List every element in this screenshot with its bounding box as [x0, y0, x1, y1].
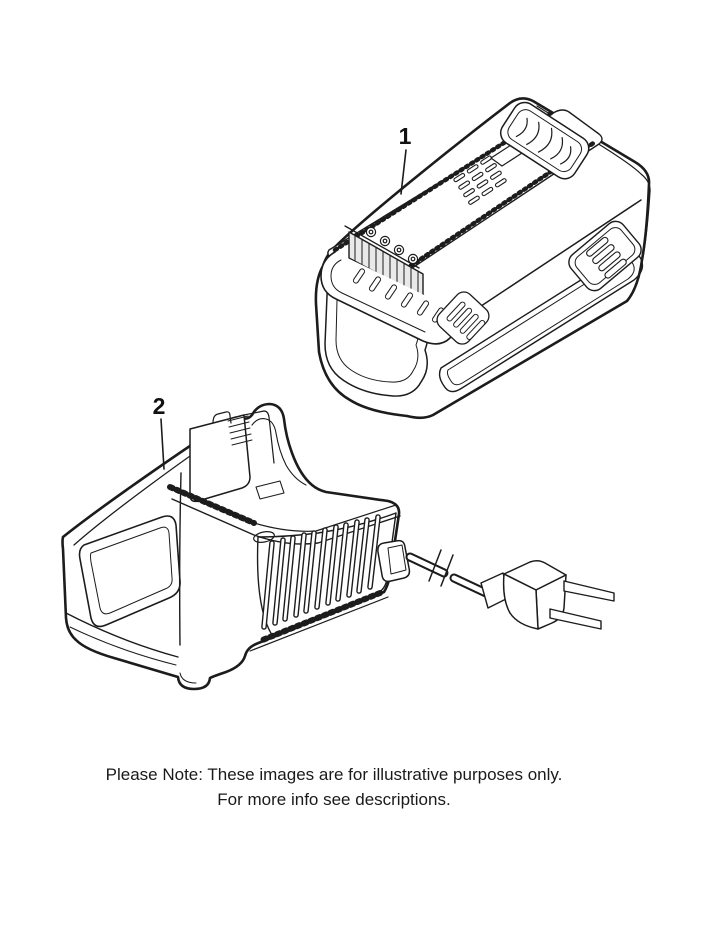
- battery-screws: [365, 226, 419, 265]
- charger-deck-step: [255, 480, 285, 500]
- battery-terminal-lip: [344, 225, 420, 269]
- charger-plinth-line: [249, 596, 389, 652]
- battery-rail-ribs: [354, 234, 419, 296]
- charger-rail-teeth: [167, 484, 257, 526]
- battery-collar-inner: [330, 259, 426, 333]
- plug-prongs: [549, 580, 615, 630]
- item-1-callout: 1: [399, 123, 412, 149]
- item-2-leader-line: [160, 418, 165, 470]
- charger-rail-side: [243, 410, 275, 464]
- charger-front-recess: [78, 515, 181, 628]
- charger-foot: [179, 672, 197, 684]
- illustrative-note: Please Note: These images are for illust…: [0, 762, 668, 812]
- charger-base-edge: [65, 612, 179, 658]
- charger-front-corner-line: [178, 472, 182, 646]
- battery-collar-slots: [352, 268, 445, 323]
- charger-hump-rim: [251, 418, 307, 486]
- charger-rail-tower: [189, 414, 251, 503]
- charger-base-edge-2: [69, 626, 177, 666]
- cord-strain-relief-inner: [387, 544, 407, 575]
- plug-side-face: [502, 573, 539, 630]
- battery-vents: [453, 155, 507, 205]
- item-2-callout: 2: [153, 393, 166, 419]
- battery-shoulder-line: [450, 199, 642, 327]
- charger-figure: 2: [61, 393, 615, 691]
- charger-front-recess-inner: [90, 526, 173, 615]
- power-cord: [405, 549, 491, 598]
- battery-grip-pad: [499, 101, 590, 180]
- charger-rail-hatching: [227, 415, 253, 446]
- note-line-2: For more info see descriptions.: [217, 790, 451, 809]
- item-1-leader-line: [400, 149, 407, 195]
- battery-side-grip-small: [436, 291, 490, 345]
- charger-rail-notch: [212, 411, 232, 424]
- power-plug: [480, 559, 615, 630]
- note-line-1: Please Note: These images are for illust…: [105, 765, 563, 784]
- charger-vent-slats: [261, 514, 381, 630]
- battery-pack-figure: 1: [314, 97, 651, 420]
- cord-break-marks: [428, 549, 454, 587]
- charger-status-led: [253, 531, 275, 543]
- battery-side-grip-right: [568, 220, 642, 292]
- charger-base-ribs: [257, 590, 383, 644]
